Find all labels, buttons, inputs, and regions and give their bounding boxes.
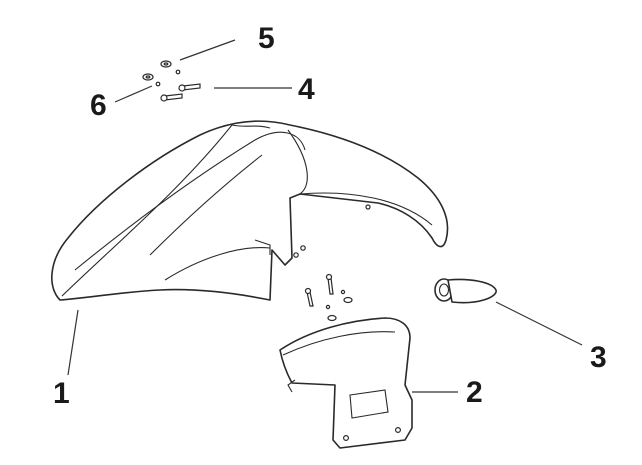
leader-line-5 (179, 39, 236, 61)
callout-5: 5 (258, 22, 275, 55)
front-fender-icon (51, 120, 449, 301)
callout-4: 4 (298, 73, 315, 106)
callout-6: 6 (90, 89, 107, 122)
callout-1: 1 (53, 377, 70, 410)
leader-line-6 (114, 85, 153, 103)
leader-line-1 (67, 309, 79, 376)
bracket-hardware-icon (304, 273, 353, 322)
washer-icon (142, 60, 181, 87)
screw-icon (160, 83, 201, 102)
reflector-icon (434, 278, 497, 304)
callout-2: 2 (466, 376, 483, 409)
leader-line-3 (495, 301, 583, 346)
callout-3: 3 (590, 341, 607, 374)
mud-guard-bracket-icon (279, 317, 413, 449)
